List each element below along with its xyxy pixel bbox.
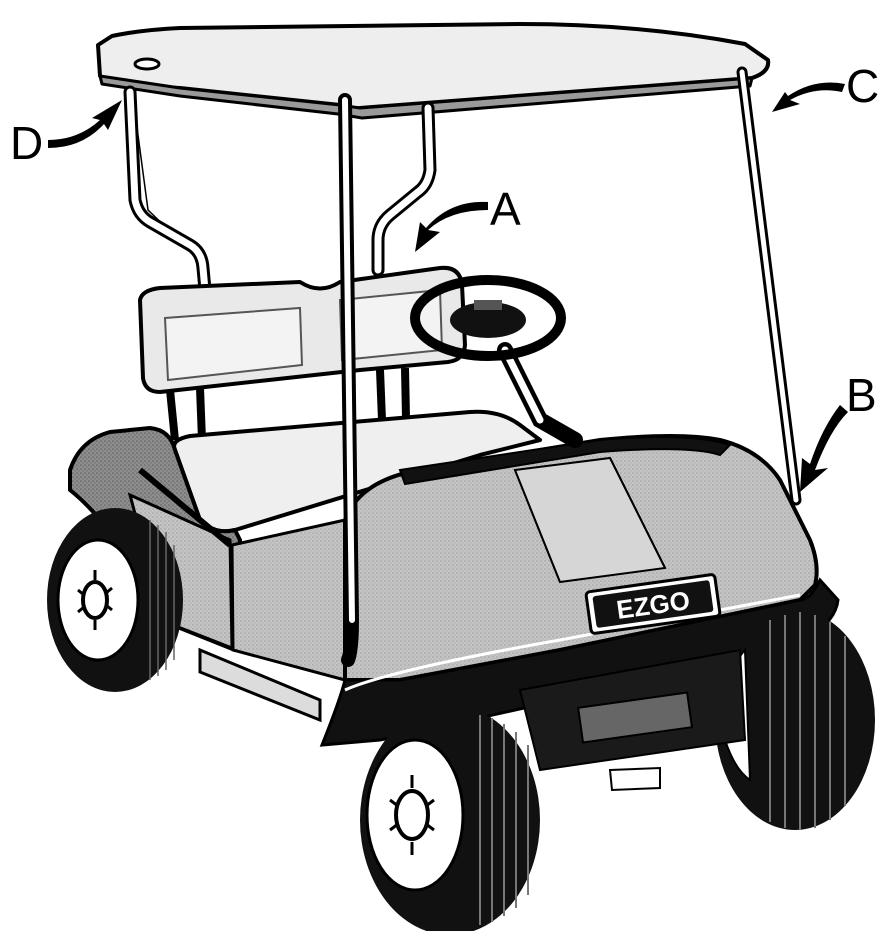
callout-label-c: C <box>846 63 879 109</box>
callout-arrow-icon <box>415 202 488 252</box>
callout-arrow-a <box>415 202 488 252</box>
canopy-roof <box>98 24 768 118</box>
rear-struts <box>130 92 430 290</box>
callout-arrow-b <box>800 405 848 492</box>
callout-arrow-icon <box>48 100 122 148</box>
callout-arrow-icon <box>772 83 845 113</box>
seat-back <box>140 268 465 440</box>
callout-label-b: B <box>846 372 877 418</box>
callout-arrow-icon <box>800 405 848 492</box>
callout-arrow-d <box>48 100 122 148</box>
front-left-wheel <box>360 705 540 931</box>
rear-left-wheel <box>47 508 183 692</box>
callout-arrow-c <box>772 83 845 113</box>
callout-label-a: A <box>490 186 521 232</box>
callout-label-d: D <box>10 120 43 166</box>
